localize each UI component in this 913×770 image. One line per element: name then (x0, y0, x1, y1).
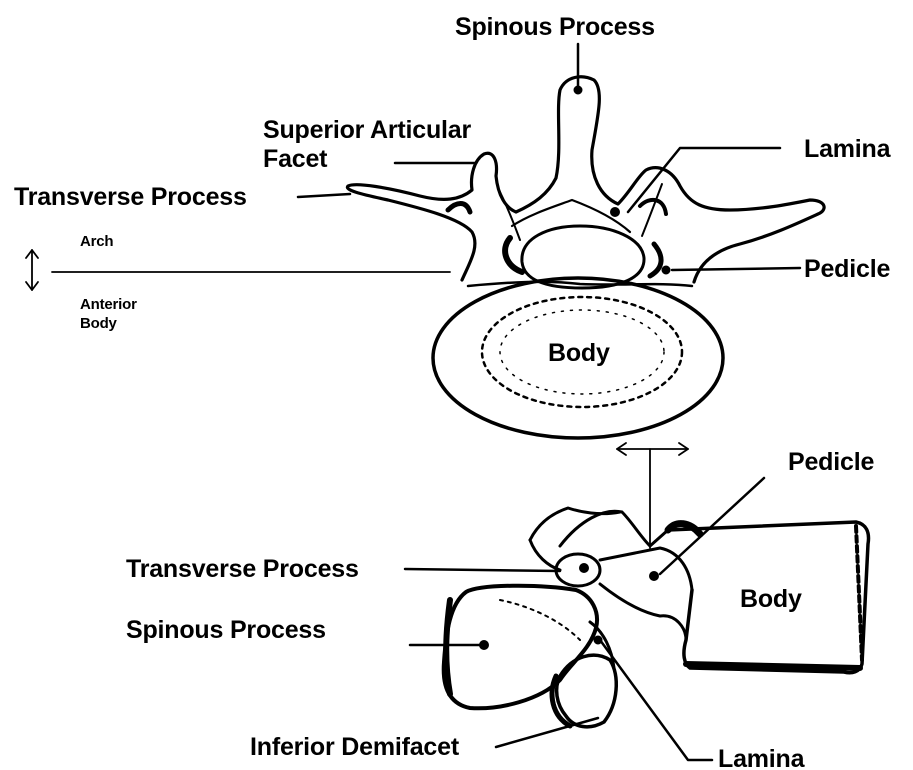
label-lateral-transverse-process: Transverse Process (126, 556, 359, 582)
label-arch: Arch (80, 234, 113, 250)
lateral-view-vertebra (405, 478, 869, 760)
lateral-pedicle (530, 508, 668, 546)
label-anterior-body-line2: Body (80, 316, 117, 332)
label-superior-articular-facet-line2: Facet (263, 146, 327, 172)
label-lateral-spinous-process: Spinous Process (126, 617, 326, 643)
label-lateral-lamina: Lamina (718, 746, 804, 770)
label-superior-articular-facet-line1: Superior Articular (263, 117, 471, 143)
vertebral-arch (347, 77, 824, 282)
superior-view-vertebra (26, 44, 824, 438)
inferior-demifacet-shape (557, 655, 617, 727)
label-inferior-demifacet: Inferior Demifacet (250, 734, 459, 760)
connector-arrow (617, 443, 688, 548)
lateral-transverse-process (556, 554, 600, 586)
label-lateral-pedicle: Pedicle (788, 449, 874, 475)
label-lamina: Lamina (804, 136, 890, 162)
lateral-spinous-process (444, 586, 597, 709)
label-pedicle: Pedicle (804, 256, 890, 282)
label-lateral-body: Body (740, 586, 802, 612)
label-spinous-process: Spinous Process (455, 14, 655, 40)
label-anterior-body-line1: Anterior (80, 297, 137, 313)
label-body: Body (548, 340, 610, 366)
label-transverse-process: Transverse Process (14, 184, 247, 210)
